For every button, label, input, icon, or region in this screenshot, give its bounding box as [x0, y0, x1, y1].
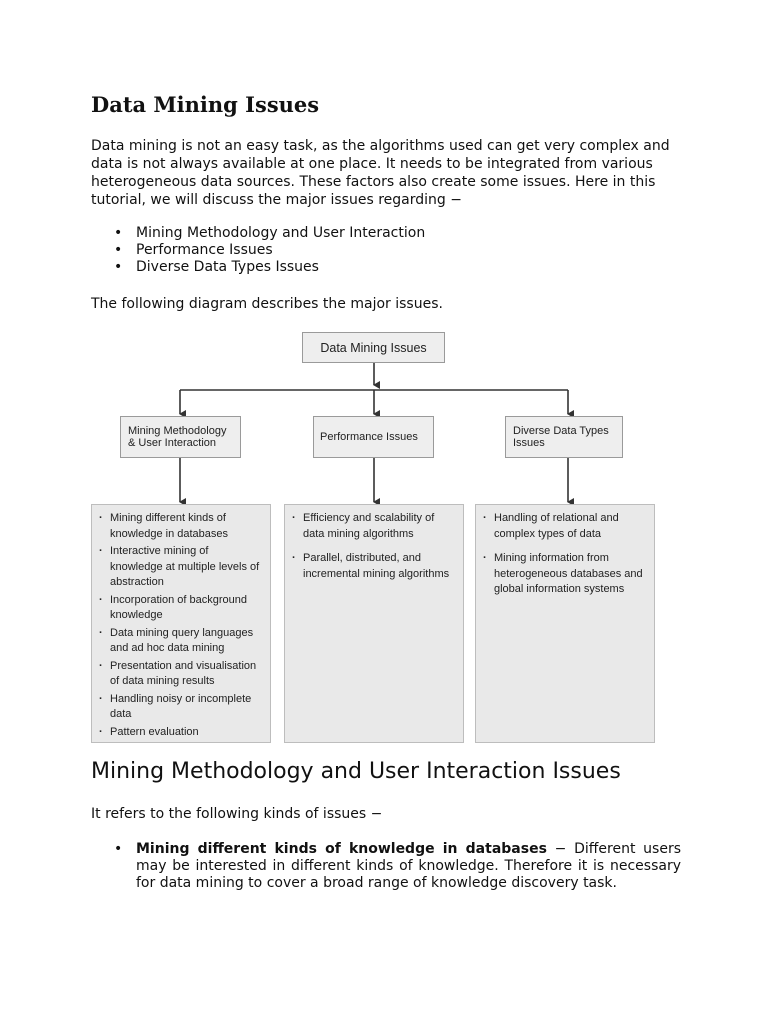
detail-list: Mining different kinds of knowledge in d… — [91, 841, 681, 892]
root-node: Data Mining Issues — [302, 332, 445, 363]
detail-text: − Different users may be interested in d… — [136, 841, 681, 891]
detail-point: Incorporation of background knowledge — [99, 593, 264, 624]
root-label: Data Mining Issues — [320, 340, 427, 355]
detail-point: Mining information from heterogeneous da… — [483, 551, 648, 598]
diagram-intro: The following diagram describes the majo… — [91, 296, 443, 312]
connector-lines — [179, 363, 574, 506]
detail-box-methodology: Mining different kinds of knowledge in d… — [91, 504, 271, 743]
issues-diagram: Data Mining Issues Mining Methodology& U… — [91, 328, 657, 745]
category-node-performance: Performance Issues — [313, 416, 434, 458]
page-title: Data Mining Issues — [91, 92, 320, 117]
category-label: Performance Issues — [320, 431, 418, 443]
list-item: Diverse Data Types Issues — [114, 259, 425, 276]
detail-box-diverse-data: Handling of relational and complex types… — [475, 504, 655, 743]
detail-point: Data mining query languages and ad hoc d… — [99, 626, 264, 657]
intro-paragraph: Data mining is not an easy task, as the … — [91, 138, 670, 208]
section-heading: Mining Methodology and User Interaction … — [91, 759, 621, 784]
detail-point: Handling noisy or incomplete data — [99, 692, 264, 723]
detail-point: Handling of relational and complex types… — [483, 511, 648, 542]
detail-point: Presentation and visualisation of data m… — [99, 659, 264, 690]
category-node-methodology: Mining Methodology& User Interaction — [120, 416, 241, 458]
detail-box-performance: Efficiency and scalability of data minin… — [284, 504, 464, 743]
list-item: Performance Issues — [114, 242, 425, 259]
section-intro: It refers to the following kinds of issu… — [91, 806, 383, 822]
detail-term: Mining different kinds of knowledge in d… — [136, 841, 547, 857]
detail-point: Interactive mining of knowledge at multi… — [99, 544, 264, 591]
detail-point: Parallel, distributed, and incremental m… — [292, 551, 457, 582]
detail-item: Mining different kinds of knowledge in d… — [114, 841, 681, 892]
category-label: Mining Methodology& User Interaction — [128, 425, 227, 449]
detail-point: Mining different kinds of knowledge in d… — [99, 511, 264, 542]
issues-list: Mining Methodology and User Interaction … — [91, 225, 425, 276]
detail-point: Efficiency and scalability of data minin… — [292, 511, 457, 542]
detail-point: Pattern evaluation — [99, 725, 264, 741]
list-item: Mining Methodology and User Interaction — [114, 225, 425, 242]
